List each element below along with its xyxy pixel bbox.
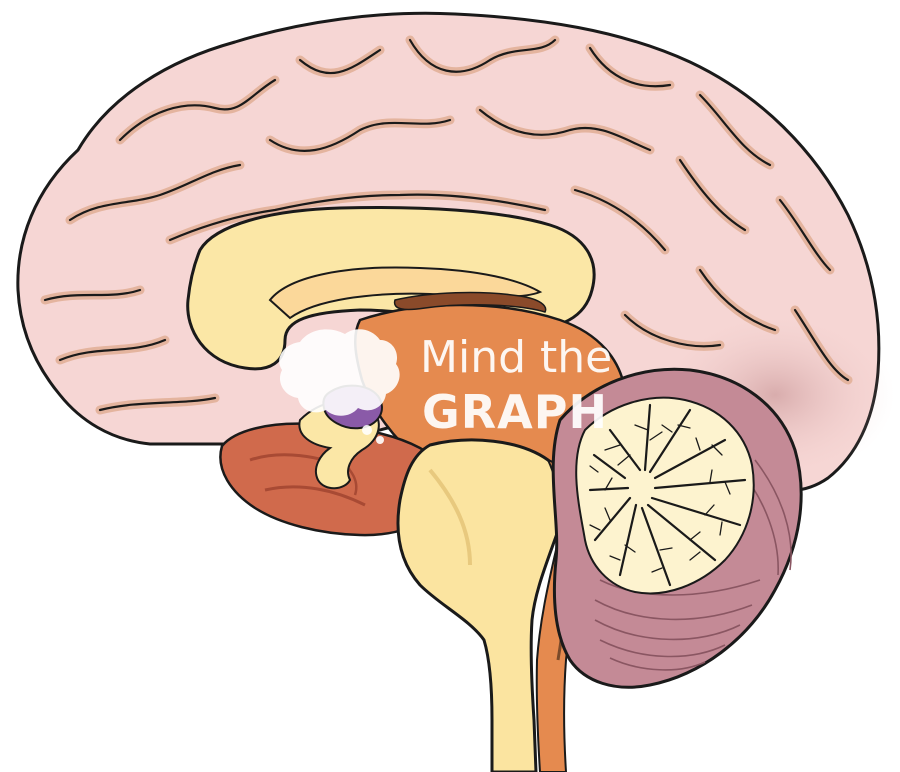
watermark-line2: GRAPH: [422, 385, 608, 439]
watermark: Mind the GRAPH: [279, 329, 612, 444]
watermark-line1: Mind the: [420, 332, 612, 383]
cerebellum: [551, 367, 803, 689]
cortex-sulci: [40, 35, 853, 415]
brain-logo-icon: [279, 329, 400, 444]
